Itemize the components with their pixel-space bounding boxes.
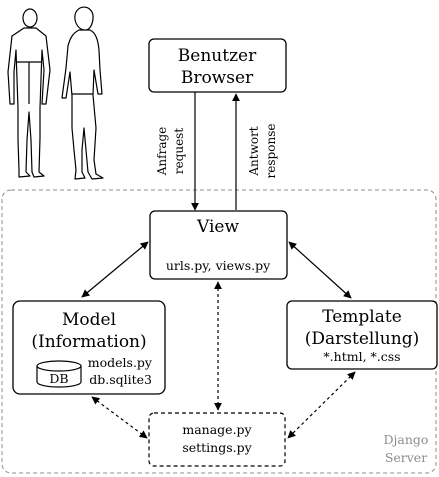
model-files-line2: db.sqlite3 xyxy=(89,372,152,387)
view-box xyxy=(149,210,288,280)
database-icon: DB xyxy=(36,360,82,388)
model-manage-arrow xyxy=(91,396,148,439)
man-figure-icon xyxy=(7,8,51,178)
view-model-arrow xyxy=(81,241,149,298)
view-files: urls.py, views.py xyxy=(166,258,271,273)
browser-box xyxy=(148,38,287,93)
template-label-line2: (Darstellung) xyxy=(305,329,419,349)
server-label-line1: Django xyxy=(384,432,429,447)
manage-box xyxy=(148,412,286,467)
template-label-line1: Template xyxy=(322,307,402,327)
browser-label-line1: Benutzer xyxy=(178,46,257,66)
view-template-arrow xyxy=(288,241,352,299)
response-label-line1: Antwort xyxy=(247,126,261,176)
template-box xyxy=(286,300,438,370)
request-label-line2: request xyxy=(172,128,186,175)
response-label-line2: response xyxy=(264,124,278,179)
template-manage-arrow xyxy=(287,371,356,439)
database-label: DB xyxy=(49,371,68,386)
model-label-line2: (Information) xyxy=(31,332,146,352)
template-files: *.html, *.css xyxy=(323,349,400,364)
server-label-line2: Server xyxy=(385,450,427,465)
woman-figure-icon xyxy=(61,6,104,180)
manage-label-line1: manage.py xyxy=(182,422,252,437)
people-icon xyxy=(7,6,104,180)
browser-label-line2: Browser xyxy=(181,68,254,88)
view-title: View xyxy=(196,217,239,237)
model-files-line1: models.py xyxy=(88,355,153,370)
model-label-line1: Model xyxy=(62,310,116,330)
request-label-line1: Anfrage xyxy=(155,127,169,177)
manage-label-line2: settings.py xyxy=(182,440,252,455)
